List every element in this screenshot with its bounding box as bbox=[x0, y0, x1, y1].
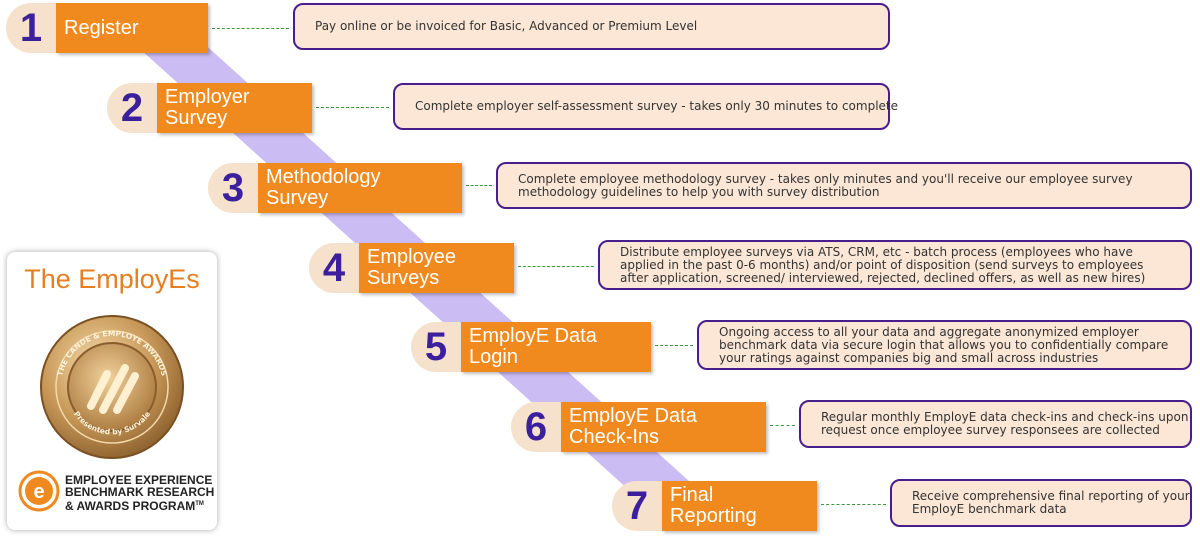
step-label-line: Survey bbox=[165, 107, 228, 129]
step-number-pill: 5 bbox=[411, 322, 461, 372]
step-label-line: Employer bbox=[165, 86, 250, 108]
step-connector bbox=[518, 266, 594, 267]
step-description-line: after application, screened/ interviewed… bbox=[620, 270, 1146, 285]
step-number: 4 bbox=[322, 246, 346, 290]
step-1: 1 Register bbox=[6, 3, 208, 53]
step-label-box: Register bbox=[56, 3, 208, 53]
step-label-line: Survey bbox=[266, 187, 329, 209]
step-label-line: Final bbox=[670, 484, 714, 506]
step-label-line: Login bbox=[469, 346, 518, 368]
step-number-pill: 4 bbox=[309, 243, 359, 293]
step-description-line: Distribute employee surveys via ATS, CRM… bbox=[620, 244, 1133, 259]
employee-experience-logo-icon: e bbox=[18, 470, 60, 512]
step-number: 1 bbox=[19, 6, 43, 50]
program-name-line: & AWARDS PROGRAMTM bbox=[65, 499, 204, 513]
step-description-text: Regular monthly EmployE data check-ins a… bbox=[821, 411, 1188, 437]
trademark-mark: TM bbox=[195, 501, 204, 507]
step-description: Ongoing access to all your data and aggr… bbox=[697, 320, 1192, 370]
step-description-line: Complete employer self-assessment survey… bbox=[415, 99, 898, 113]
step-description: Complete employee methodology survey - t… bbox=[496, 162, 1192, 209]
step-description-line: benchmark data via secure login that all… bbox=[719, 337, 1169, 352]
step-description-line: applied in the past 0-6 months) and/or p… bbox=[620, 257, 1144, 272]
step-description-text: Complete employer self-assessment survey… bbox=[415, 100, 898, 113]
step-description-line: methodology guidelines to help you with … bbox=[518, 184, 880, 199]
step-connector bbox=[212, 28, 289, 29]
step-description-text: Distribute employee surveys via ATS, CRM… bbox=[620, 244, 1146, 285]
step-connector bbox=[466, 185, 492, 186]
program-name-line: BENCHMARK RESEARCH bbox=[65, 485, 215, 499]
step-label-line: Register bbox=[64, 16, 139, 39]
step-description-line: EmployE benchmark data bbox=[912, 502, 1067, 516]
step-description: Complete employer self-assessment survey… bbox=[393, 83, 898, 130]
medal-icon: THE CANDE & EMPLOYE AWARDS Presented by … bbox=[40, 315, 184, 459]
step-connector bbox=[655, 345, 693, 346]
step-number-pill: 2 bbox=[107, 83, 157, 133]
program-name-line: EMPLOYEE EXPERIENCE bbox=[65, 473, 213, 487]
step-description: Receive comprehensive final reporting of… bbox=[890, 479, 1192, 527]
step-connector bbox=[821, 504, 886, 505]
step-number: 3 bbox=[221, 166, 245, 210]
step-label-line: EmployE Data bbox=[569, 405, 697, 427]
step-connector bbox=[316, 107, 389, 108]
step-number: 2 bbox=[120, 86, 144, 130]
award-card: The EmployEs THE CANDE & EMPLOYE AWARDS … bbox=[7, 252, 217, 530]
step-description-line: Pay online or be invoiced for Basic, Adv… bbox=[315, 19, 698, 33]
step-number-pill: 7 bbox=[612, 481, 662, 531]
step-description-line: Complete employee methodology survey - t… bbox=[518, 171, 1133, 186]
step-label-line: Reporting bbox=[670, 505, 757, 527]
step-description-text: Receive comprehensive final reporting of… bbox=[912, 490, 1190, 516]
step-label-line: Surveys bbox=[367, 267, 440, 289]
step-number: 6 bbox=[524, 405, 548, 449]
step-number: 7 bbox=[625, 484, 649, 528]
step-connector bbox=[770, 425, 795, 426]
award-title: The EmployEs bbox=[24, 264, 200, 294]
step-label-line: Check-Ins bbox=[569, 426, 660, 448]
step-description-line: your ratings against companies big and s… bbox=[719, 350, 1099, 365]
step-label-line: Methodology bbox=[266, 166, 381, 188]
step-description-text: Pay online or be invoiced for Basic, Adv… bbox=[315, 20, 697, 33]
step-label-line: Employee bbox=[367, 246, 456, 268]
step-description-text: Complete employee methodology survey - t… bbox=[518, 171, 1133, 199]
step-description: Distribute employee surveys via ATS, CRM… bbox=[598, 240, 1192, 290]
step-description-text: Ongoing access to all your data and aggr… bbox=[719, 324, 1169, 365]
step-description-line: Regular monthly EmployE data check-ins a… bbox=[821, 410, 1189, 424]
step-number: 5 bbox=[424, 325, 448, 369]
step-description: Pay online or be invoiced for Basic, Adv… bbox=[293, 3, 890, 50]
step-number-pill: 1 bbox=[6, 3, 56, 53]
step-label-line: EmployE Data bbox=[469, 325, 597, 347]
step-description: Regular monthly EmployE data check-ins a… bbox=[799, 400, 1192, 448]
step-number-pill: 6 bbox=[511, 402, 561, 452]
step-description-line: Ongoing access to all your data and aggr… bbox=[719, 324, 1139, 339]
step-number-pill: 3 bbox=[208, 163, 258, 213]
step-description-line: request once employee survey responsees … bbox=[821, 423, 1160, 437]
svg-text:e: e bbox=[33, 481, 44, 503]
step-description-line: Receive comprehensive final reporting of… bbox=[912, 489, 1190, 503]
